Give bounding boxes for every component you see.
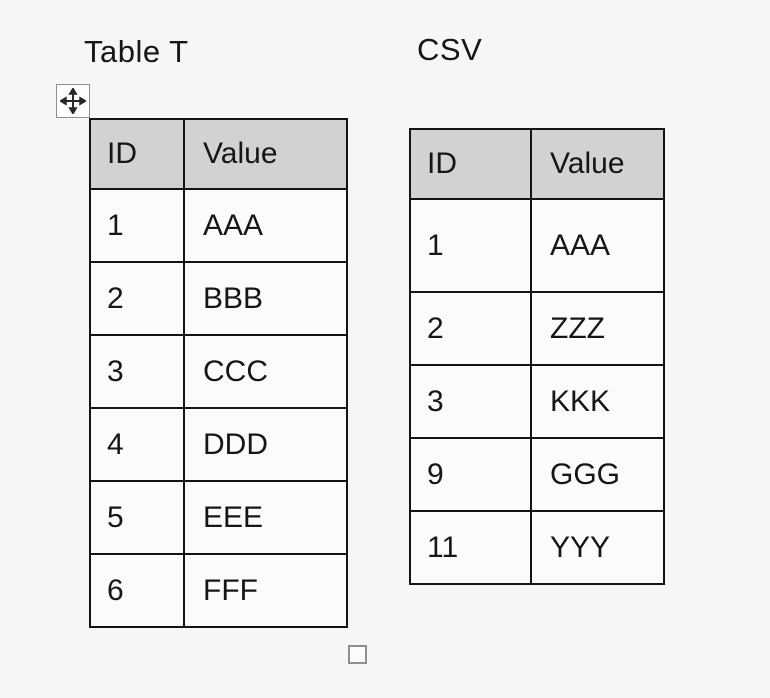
table-cell: 1	[89, 188, 185, 263]
table-cell: EEE	[183, 480, 348, 555]
table-cell: KKK	[530, 364, 665, 439]
table-cell: 1	[409, 198, 532, 293]
table-cell: BBB	[183, 261, 348, 336]
table-cell: 6	[89, 553, 185, 628]
table-cell: YYY	[530, 510, 665, 585]
table-cell: AAA	[530, 198, 665, 293]
table-cell: 5	[89, 480, 185, 555]
table-cell: 9	[409, 437, 532, 512]
table-resize-handle[interactable]	[348, 645, 367, 664]
table-cell: ZZZ	[530, 291, 665, 366]
table-cell: FFF	[183, 553, 348, 628]
column-header-value: Value	[183, 118, 348, 190]
column-header-id: ID	[89, 118, 185, 190]
move-icon	[60, 88, 86, 114]
table-cell: 2	[409, 291, 532, 366]
table-cell: GGG	[530, 437, 665, 512]
table-cell: AAA	[183, 188, 348, 263]
csv-title: CSV	[417, 32, 483, 67]
column-header-id: ID	[409, 128, 532, 200]
table-cell: 4	[89, 407, 185, 482]
table-header-row: ID Value	[409, 128, 665, 200]
column-header-value: Value	[530, 128, 665, 200]
table-header-row: ID Value	[89, 118, 348, 190]
left-table-title: Table T	[84, 34, 189, 69]
table-cell: 2	[89, 261, 185, 336]
table-move-handle[interactable]	[56, 84, 90, 118]
table-cell: 3	[89, 334, 185, 409]
table-cell: 3	[409, 364, 532, 439]
table-cell: DDD	[183, 407, 348, 482]
table-cell: 11	[409, 510, 532, 585]
table-cell: CCC	[183, 334, 348, 409]
